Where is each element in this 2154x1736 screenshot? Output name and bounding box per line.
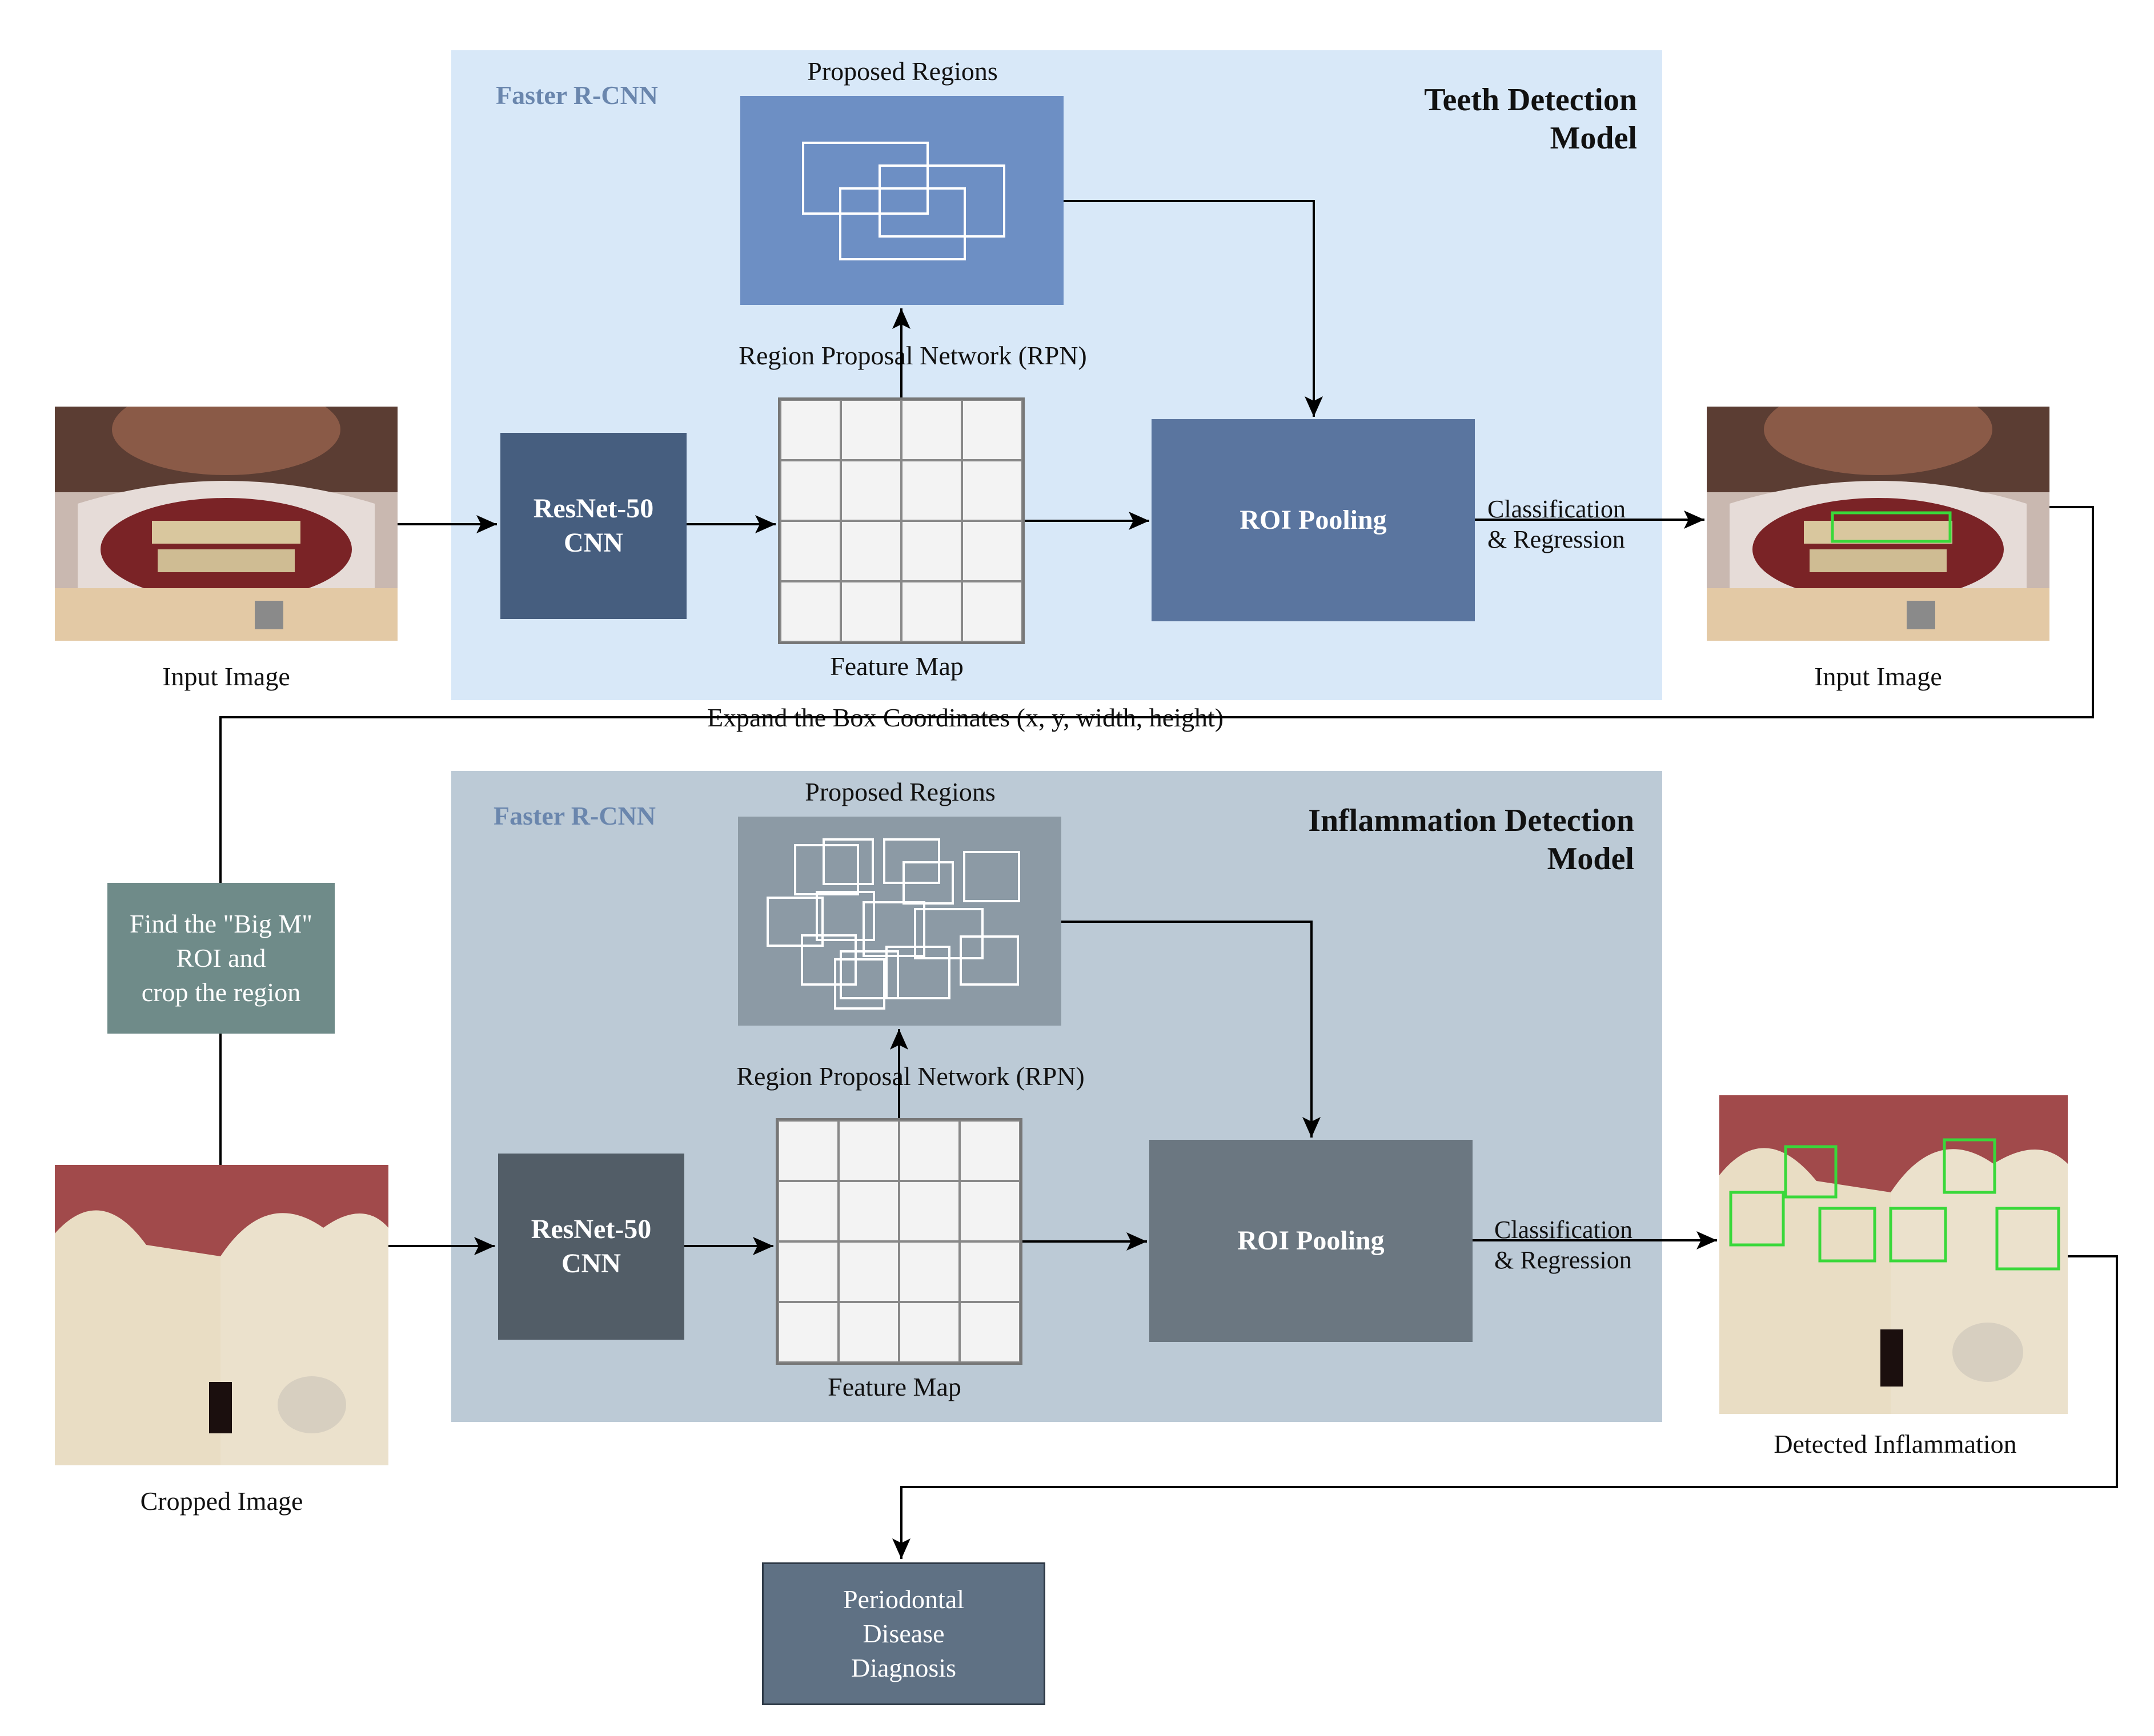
- crop-roi-box: Find the "Big M" ROI and crop the region: [107, 883, 335, 1034]
- bottom-proposed-regions-box: [738, 817, 1061, 1026]
- expand-box-label: Expand the Box Coordinates (x, y, width,…: [704, 703, 1226, 733]
- top-feature-map-label: Feature Map: [830, 652, 964, 681]
- top-cls-line1: Classification: [1487, 495, 1626, 523]
- cropped-image: [55, 1165, 388, 1465]
- bottom-roi-label: ROI Pooling: [1237, 1225, 1385, 1256]
- bottom-proposed-boxes: [767, 838, 1020, 1010]
- top-resnet-line2: CNN: [564, 528, 623, 558]
- top-panel-title: Teeth Detection Model: [1424, 81, 1637, 158]
- top-title-line1: Teeth Detection: [1424, 82, 1637, 118]
- cropped-image-label: Cropped Image: [140, 1486, 303, 1516]
- bottom-cls-reg-label: Classification & Regression: [1494, 1215, 1632, 1276]
- teeth-photo-detected: [1719, 1095, 2068, 1414]
- diagnosis-line3: Diagnosis: [851, 1653, 956, 1682]
- bottom-title-line1: Inflammation Detection: [1308, 803, 1634, 838]
- top-cls-reg-label: Classification & Regression: [1487, 495, 1626, 555]
- detected-inflammation-label: Detected Inflammation: [1774, 1429, 2017, 1458]
- top-framework-label: Faster R-CNN: [496, 81, 659, 110]
- input-image-right-label: Input Image: [1814, 662, 1942, 691]
- top-proposed-boxes: [802, 142, 1005, 260]
- input-image-right: [1707, 407, 2049, 641]
- bottom-resnet-line2: CNN: [561, 1248, 621, 1279]
- teeth-photo-cropped: [55, 1165, 388, 1465]
- bottom-rpn-label: Region Proposal Network (RPN): [736, 1062, 1085, 1091]
- input-image-left: [55, 407, 398, 641]
- top-resnet-line1: ResNet-50: [533, 493, 654, 524]
- input-image-left-label: Input Image: [162, 662, 290, 691]
- top-proposed-regions-box: [740, 96, 1064, 305]
- diagnosis-line2: Disease: [863, 1619, 945, 1649]
- top-reg-line2: & Regression: [1487, 525, 1625, 553]
- top-roi-label: ROI Pooling: [1240, 505, 1387, 535]
- crop-line2: ROI and: [176, 943, 266, 973]
- diagnosis-box: Periodontal Disease Diagnosis: [762, 1562, 1045, 1705]
- bottom-cls-line1: Classification: [1494, 1216, 1632, 1244]
- diagnosis-line1: Periodontal: [843, 1585, 965, 1614]
- detected-inflammation-image: [1719, 1095, 2068, 1414]
- bottom-title-line2: Model: [1547, 841, 1634, 877]
- bottom-reg-line2: & Regression: [1494, 1245, 1632, 1274]
- top-roi-pooling-box: ROI Pooling: [1152, 419, 1475, 621]
- mouth-photo-right: [1707, 407, 2049, 641]
- bottom-feature-map-label: Feature Map: [828, 1372, 961, 1401]
- bottom-resnet-line1: ResNet-50: [531, 1214, 652, 1244]
- top-rpn-label: Region Proposal Network (RPN): [739, 341, 1087, 370]
- top-proposed-regions-label: Proposed Regions: [807, 57, 998, 86]
- bottom-feature-map: [776, 1118, 1022, 1365]
- bottom-framework-label: Faster R-CNN: [494, 801, 656, 830]
- crop-line3: crop the region: [141, 977, 301, 1007]
- bottom-roi-pooling-box: ROI Pooling: [1149, 1140, 1473, 1342]
- top-feature-map: [778, 397, 1025, 644]
- bottom-proposed-regions-label: Proposed Regions: [805, 777, 996, 806]
- mouth-photo-left: [55, 407, 398, 641]
- top-title-line2: Model: [1550, 120, 1637, 156]
- crop-line1: Find the "Big M": [130, 909, 312, 939]
- bottom-panel-title: Inflammation Detection Model: [1308, 802, 1634, 878]
